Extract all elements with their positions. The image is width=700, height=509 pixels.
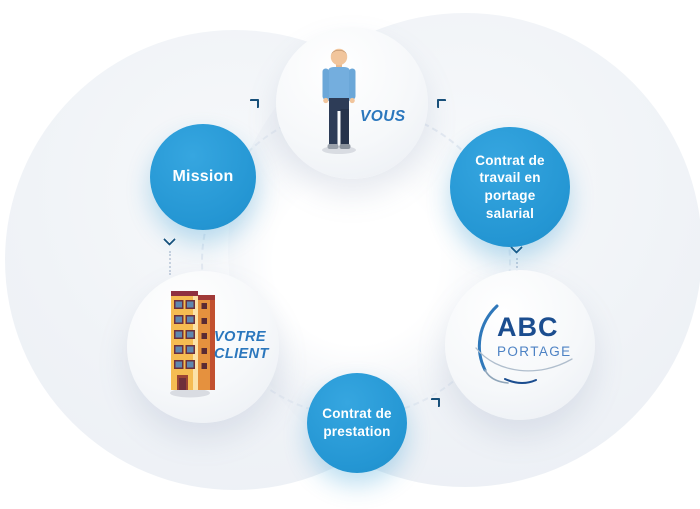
abc-portage-node: ABC PORTAGE [445, 270, 595, 420]
person-illustration [322, 48, 356, 154]
contrat-prestation-label: Contrat de prestation [322, 406, 392, 439]
arrow-prestation-to-abc-icon [431, 398, 440, 407]
vous-label: VOUS [360, 108, 406, 125]
mission-node: Mission [150, 124, 256, 230]
contrat-travail-label: Contrat de travail en portage salarial [475, 152, 545, 221]
votre-client-label: VOTRE CLIENT [214, 329, 269, 363]
contrat-travail-node: Contrat de travail en portage salarial [450, 127, 570, 247]
mission-label: Mission [172, 167, 234, 185]
abc-logo-swoosh-icon [475, 304, 573, 384]
contrat-prestation-node: Contrat de prestation [307, 373, 407, 473]
building-illustration [170, 291, 215, 398]
abc-logo-name: ABC [497, 312, 559, 342]
votre-client-node: VOTRE CLIENT [127, 271, 279, 423]
dotted-trail [169, 251, 171, 275]
abc-logo-subname: PORTAGE [497, 344, 572, 359]
arrow-contrat-travail-to-vous-icon [437, 99, 446, 108]
abc-portage-logo: ABC PORTAGE [461, 302, 579, 388]
vous-node: VOUS [276, 27, 428, 179]
arrow-mission-to-vous-icon [250, 99, 259, 108]
